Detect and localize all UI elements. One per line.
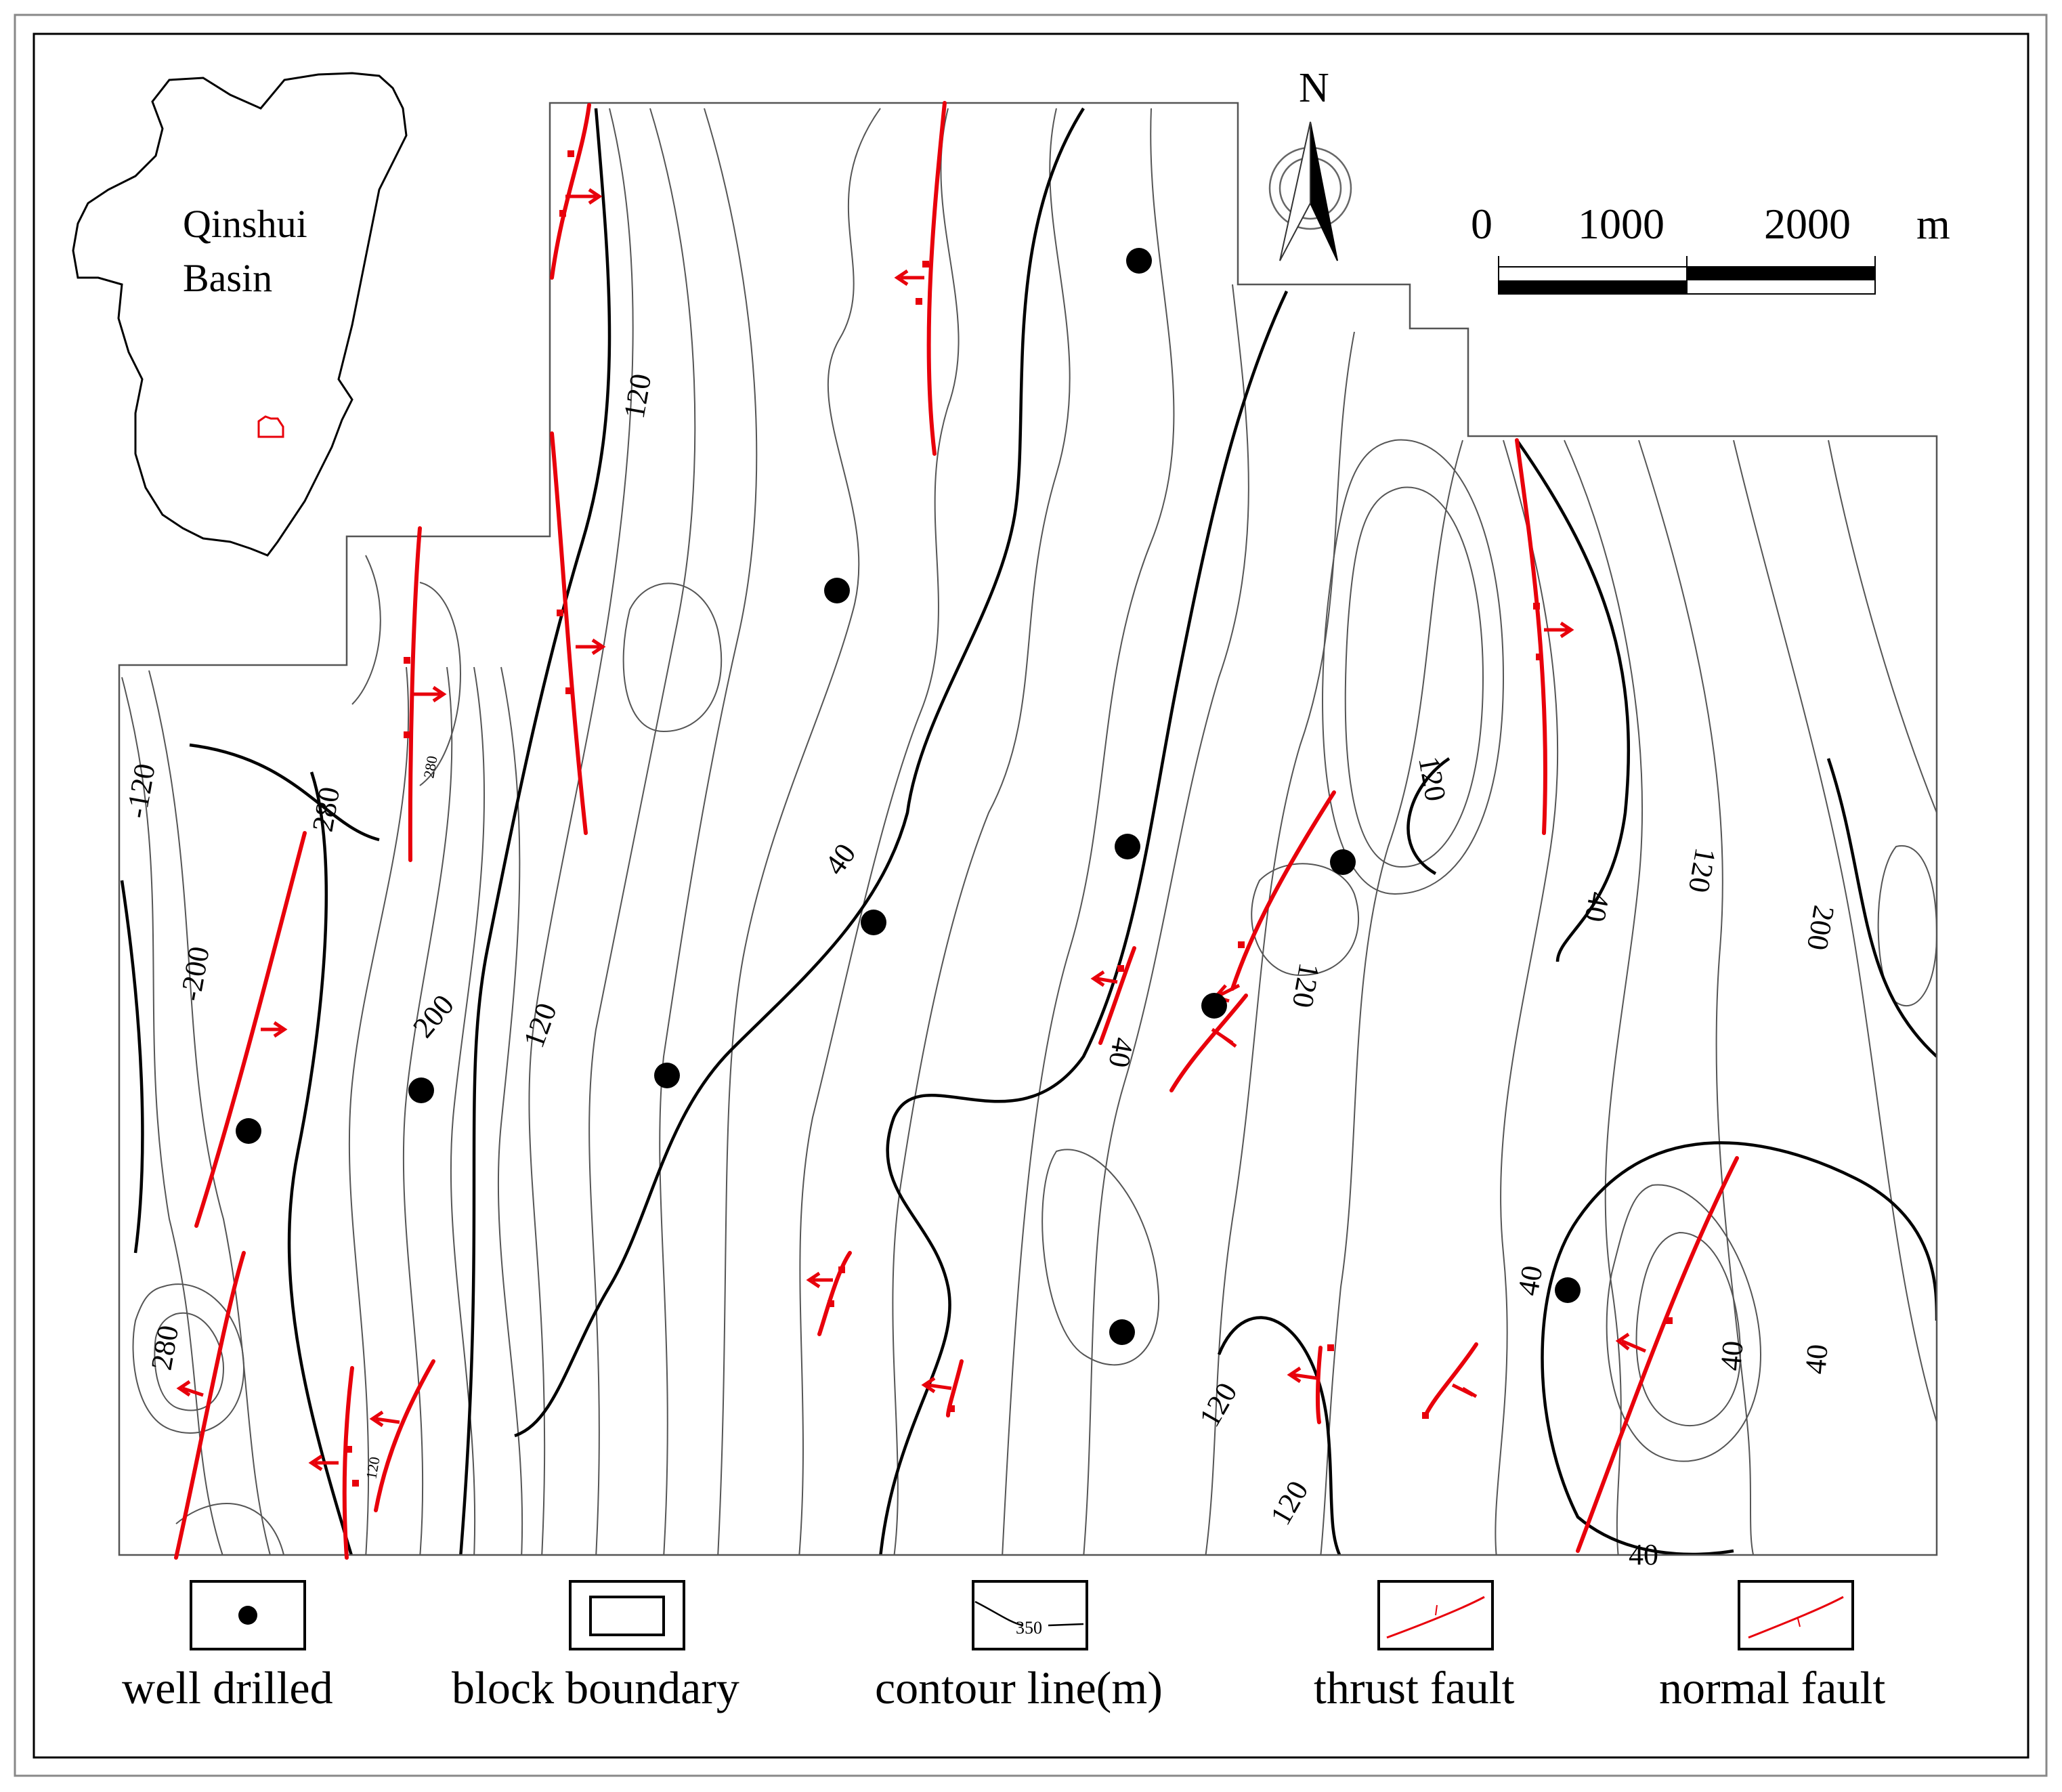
well-drilled	[824, 578, 850, 603]
fault-marks	[176, 188, 1646, 1472]
well-drilled	[1555, 1277, 1581, 1303]
contour-label: 40	[1511, 1263, 1549, 1298]
basin-outline	[72, 72, 408, 557]
contour-label: 120	[618, 371, 658, 421]
well-drilled	[236, 1118, 261, 1144]
fault-line	[1098, 946, 1136, 1045]
well-drilled	[1115, 834, 1140, 859]
legend-contour-box	[972, 1580, 1088, 1650]
thrust-fault-icon	[1386, 1596, 1485, 1639]
fault-line	[1169, 994, 1248, 1092]
contour-label: 120	[517, 999, 563, 1052]
well-drilled	[654, 1063, 680, 1088]
scale-tick-0: 0	[1471, 200, 1492, 248]
block-boundary	[118, 102, 1938, 1556]
legend-contour-sample: 350	[1016, 1618, 1042, 1638]
contour-label: 120	[1682, 845, 1723, 895]
contour-label: -120	[120, 761, 162, 821]
contour-label: 280	[420, 754, 440, 780]
frame-inner	[33, 33, 2029, 1759]
wells	[236, 248, 1581, 1345]
fault-line	[926, 101, 947, 456]
contour-label: 40	[1799, 1343, 1834, 1375]
fault-line	[550, 103, 591, 280]
inset-block-marker	[257, 415, 284, 438]
north-label: N	[1299, 65, 1329, 111]
fault-line	[374, 1359, 435, 1512]
boundary-rect-icon	[589, 1596, 665, 1636]
inset-map: Qinshui Basin	[72, 72, 408, 557]
legend-boundary-box	[569, 1580, 685, 1650]
contour-label: 120	[1412, 754, 1453, 804]
legend-thrust-box	[1377, 1580, 1494, 1650]
scale-tick-1000: 1000	[1578, 200, 1664, 248]
scale-unit: m	[1916, 200, 1950, 248]
well-drilled	[1330, 849, 1356, 875]
scale-bar: 0 1000 2000 m	[1471, 200, 1950, 295]
faults	[174, 101, 1739, 1560]
fault-line	[817, 1251, 852, 1336]
inset-title-line1: Qinshui	[183, 202, 307, 246]
fault-line	[194, 831, 307, 1228]
legend-label-contour: contour line(m)	[875, 1662, 1163, 1713]
fault-line	[1315, 1346, 1323, 1424]
contour-label: 40	[1629, 1538, 1658, 1571]
well-drilled	[408, 1078, 434, 1103]
contour-lines	[120, 107, 1937, 1555]
contour-label: 40	[1102, 1035, 1140, 1070]
fault-line	[408, 526, 422, 862]
fault-line	[174, 1251, 246, 1560]
contour-label: 120	[1264, 1475, 1314, 1531]
contour-label: 280	[306, 784, 347, 834]
legend-label-boundary: block boundary	[452, 1662, 739, 1713]
north-arrow-icon: N	[1268, 65, 1352, 261]
contour-label: -200	[174, 944, 216, 1004]
contour-label: 40	[1714, 1340, 1750, 1372]
fault-line	[1230, 790, 1336, 991]
contour-line-icon	[974, 1600, 1084, 1627]
scale-tick-2000: 2000	[1764, 200, 1851, 248]
contour-label: 40	[818, 838, 862, 881]
well-drilled	[1201, 993, 1227, 1019]
legend-label-thrust: thrust fault	[1314, 1662, 1515, 1713]
fault-line	[342, 1366, 354, 1560]
well-drilled	[861, 910, 886, 935]
inset-title-line2: Basin	[183, 256, 272, 300]
legend: well drilled block boundary 350 contour …	[122, 1580, 1885, 1713]
legend-label-well: well drilled	[122, 1662, 333, 1713]
fault-line	[1515, 438, 1547, 835]
contour-label: 120	[1286, 960, 1327, 1010]
well-dot-icon	[238, 1606, 257, 1625]
contour-label: 280	[145, 1323, 186, 1373]
fault-dashes	[345, 150, 1673, 1487]
contour-label: 120	[1193, 1377, 1243, 1432]
contour-label: 200	[1801, 903, 1841, 953]
well-drilled	[1126, 248, 1152, 274]
legend-normal-box	[1738, 1580, 1854, 1650]
fault-line	[946, 1359, 964, 1417]
contour-label: 120	[362, 1455, 383, 1480]
contour-label: 40	[1578, 889, 1616, 924]
fault-line	[1423, 1342, 1478, 1417]
normal-fault-icon	[1748, 1596, 1844, 1639]
well-drilled	[1109, 1319, 1135, 1345]
frame-outer	[14, 14, 2048, 1777]
fault-line	[550, 431, 588, 835]
fault-line	[1576, 1156, 1739, 1553]
legend-label-normal: normal fault	[1659, 1662, 1885, 1713]
